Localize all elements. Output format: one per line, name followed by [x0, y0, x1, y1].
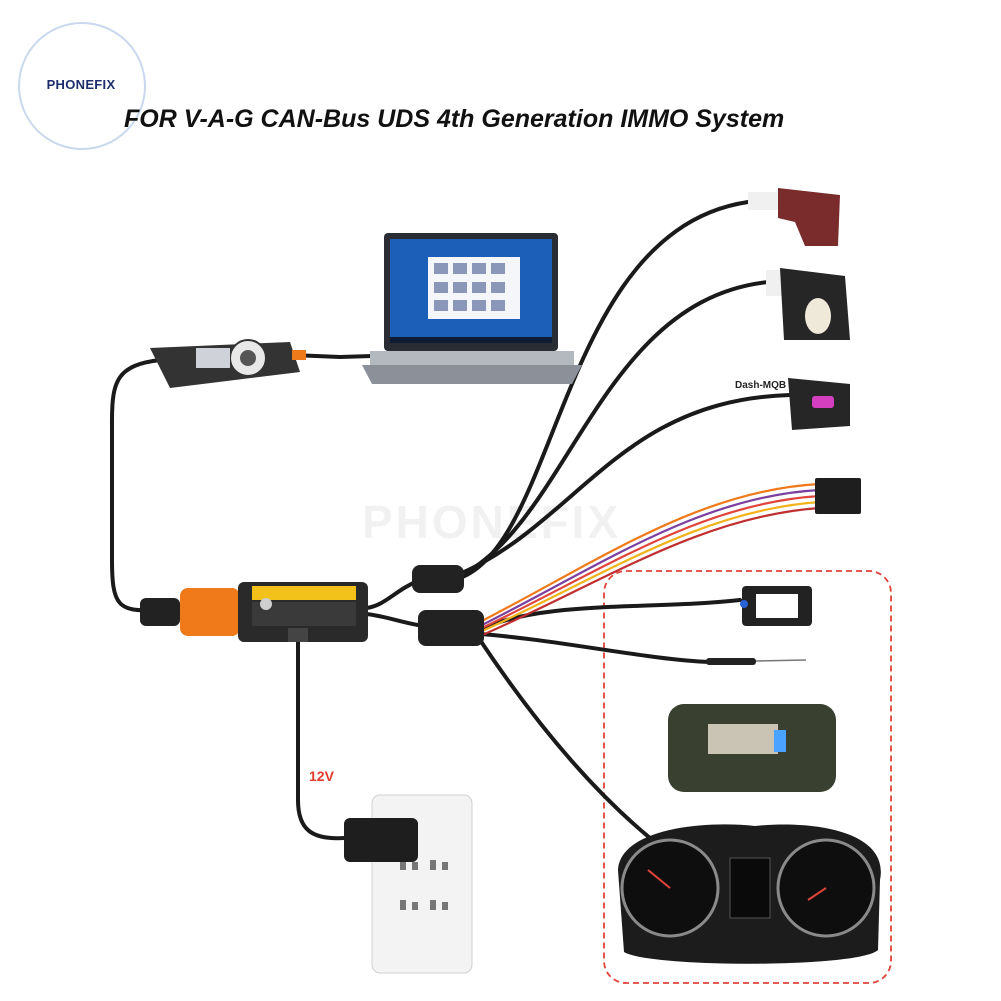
splitter-upper [412, 565, 464, 593]
page-title: FOR V-A-G CAN-Bus UDS 4th Generation IMM… [124, 105, 785, 133]
key-programmer-device [150, 339, 306, 388]
colored-wires [479, 482, 821, 638]
eeprom-clip [740, 586, 812, 626]
connector-black-white [766, 268, 850, 340]
dupont-pins [815, 478, 861, 514]
probe-pen [706, 658, 807, 665]
gateway-adapter [140, 582, 368, 642]
connector-brown [748, 188, 840, 246]
dashed-highlight-frame [603, 570, 892, 984]
watermark: PHONEFIX [362, 496, 622, 548]
dash-connector-label: Dash-MQB [735, 380, 787, 391]
instrument-cluster [618, 824, 881, 964]
power-strip [344, 794, 473, 974]
brand-logo [18, 22, 146, 150]
laptop [362, 233, 582, 384]
splitter-lower [418, 610, 484, 646]
power-label: 12V [309, 768, 334, 784]
connector-dash-mqb [788, 378, 850, 430]
circuit-board [668, 704, 836, 792]
brand-name: PHONEFIX [46, 77, 116, 92]
